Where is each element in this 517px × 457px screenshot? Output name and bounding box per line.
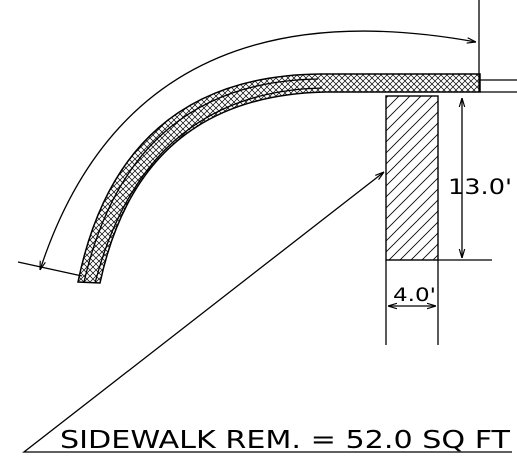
height-dimension-label: 13.0'	[448, 175, 512, 199]
curve-dimension-arc	[40, 30, 476, 270]
removal-area	[385, 95, 439, 261]
callout-leader-line	[22, 172, 384, 453]
callout-label: SIDEWALK REM. = 52.0 SQ FT	[60, 425, 511, 454]
width-dimension-label: 4.0'	[393, 284, 436, 306]
curve-extension-line	[17, 261, 83, 277]
